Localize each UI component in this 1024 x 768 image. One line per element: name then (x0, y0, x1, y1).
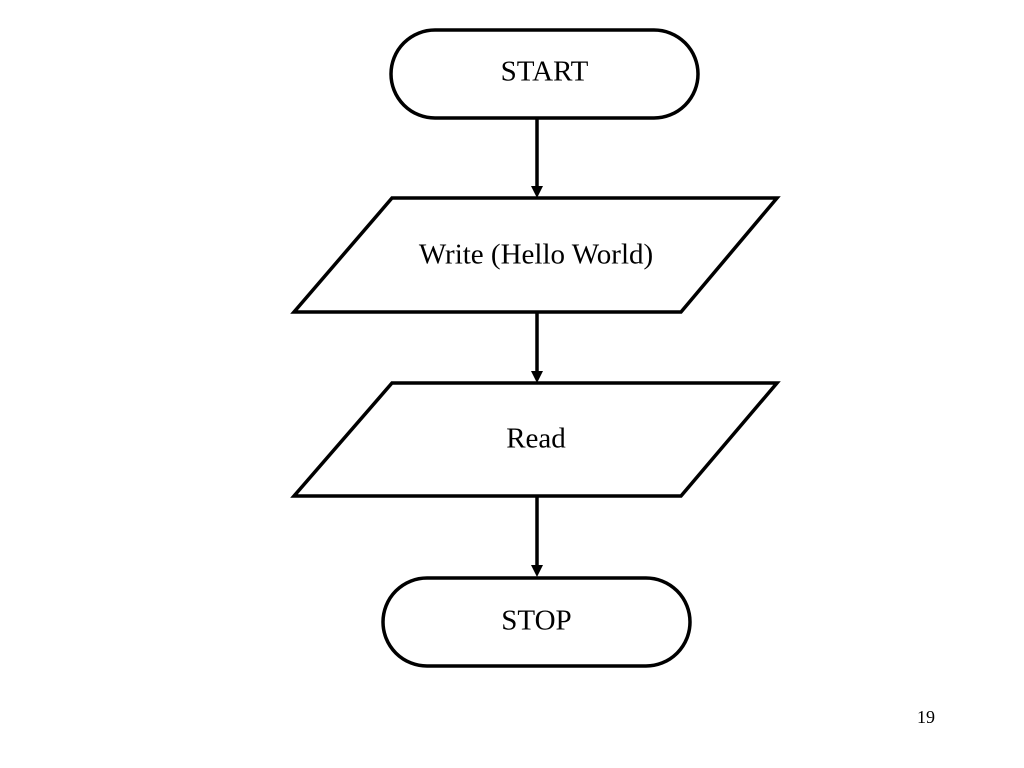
arrowhead (531, 371, 543, 383)
start-terminator-shape (389, 28, 700, 120)
stop-label: STOP (501, 605, 571, 637)
write-io-shape (290, 196, 781, 314)
read-node: Read (290, 381, 781, 498)
start-label: START (501, 56, 589, 88)
arrowhead (531, 565, 543, 577)
connector-read-to-stop (531, 496, 543, 577)
connector-write-to-read (531, 312, 543, 383)
arrowhead (531, 186, 543, 198)
connector-start-to-write (531, 118, 543, 198)
read-io-shape (290, 381, 781, 498)
stop-node: STOP (381, 576, 692, 668)
start-node: START (389, 28, 700, 120)
stop-terminator-shape (381, 576, 692, 668)
page-number: 19 (917, 707, 935, 727)
write-label: Write (Hello World) (419, 239, 653, 271)
read-label: Read (506, 423, 566, 455)
write-node: Write (Hello World) (290, 196, 781, 314)
